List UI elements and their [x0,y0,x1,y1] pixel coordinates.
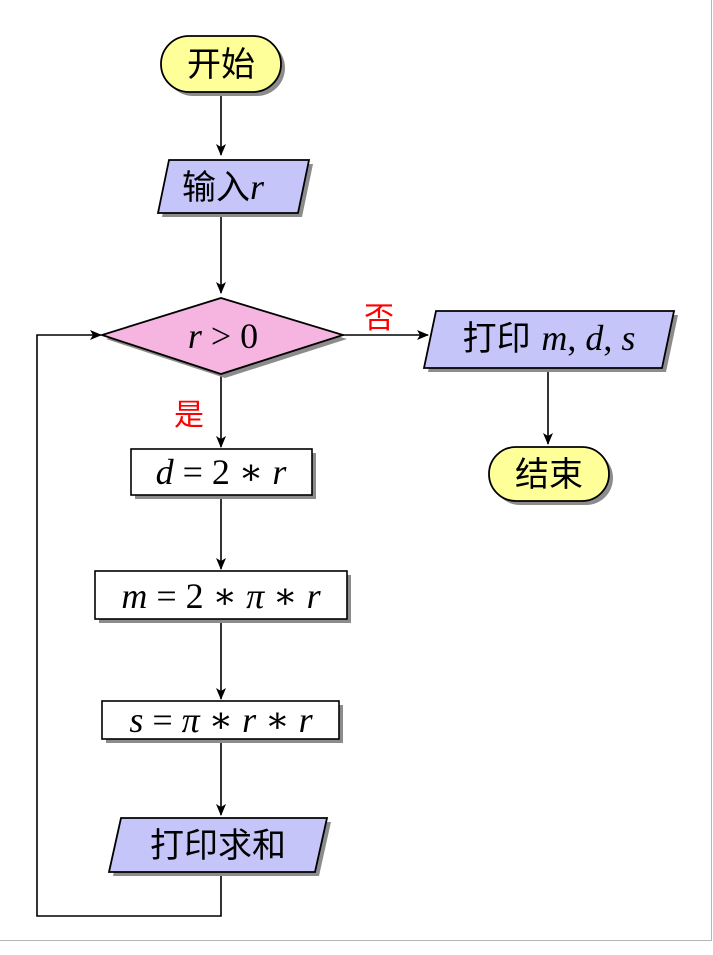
print-mds-node: 打印 m, d, s [422,310,678,372]
print-mds-label: 打印 m, d, s [463,318,636,359]
compute-d-node: d = 2 ∗ r [130,448,316,499]
compute-s-label: s = π ∗ r ∗ r [129,700,313,740]
start-label: 开始 [187,45,255,85]
yes-label: 是 [174,398,204,433]
end-terminal: 结束 [488,446,613,505]
compute-s-node: s = π ∗ r ∗ r [101,700,343,743]
input-r-node: 输入r [156,159,313,217]
edge-loop-back [36,330,222,917]
start-terminal: 开始 [160,35,285,96]
end-label: 结束 [515,455,583,495]
compute-m-label: m = 2 ∗ π ∗ r [121,576,321,616]
edges [36,92,553,917]
decision-label: r > 0 [188,316,258,356]
print-sum-label: 打印求和 [150,826,286,866]
print-sum-node: 打印求和 [107,817,331,876]
input-r-label: 输入r [182,167,265,208]
compute-m-node: m = 2 ∗ π ∗ r [94,570,351,623]
compute-d-label: d = 2 ∗ r [156,452,288,492]
decision-node: r > 0 [99,297,347,378]
no-label: 否 [364,301,394,336]
